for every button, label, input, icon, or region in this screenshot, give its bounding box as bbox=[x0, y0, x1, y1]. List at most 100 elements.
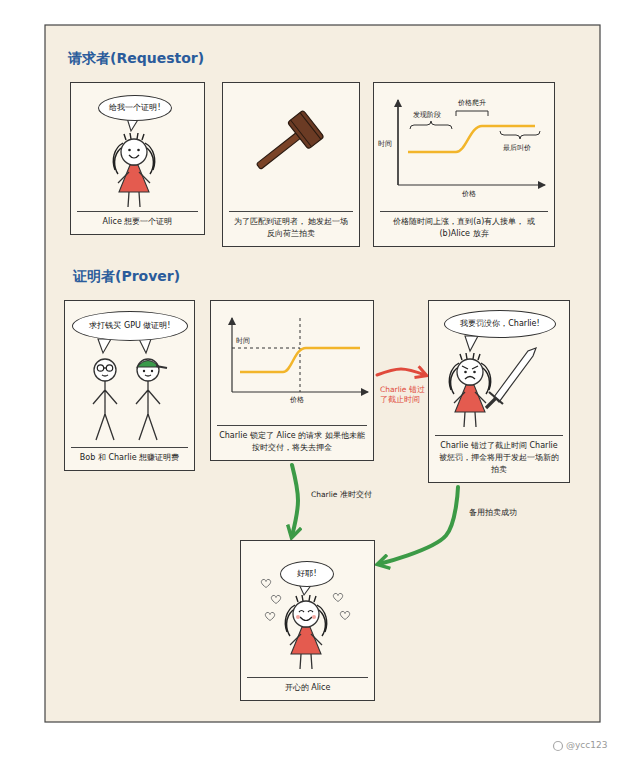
caption-area: Charlie 锁定了 Alice 的请求 如果他未能按时交付，将失去押金 bbox=[217, 425, 367, 458]
price-chart bbox=[398, 100, 545, 185]
caption-area: 开心的 Alice bbox=[247, 677, 368, 698]
panel-fill bbox=[428, 300, 570, 483]
lock-chart bbox=[232, 318, 368, 392]
caption-text: Charlie 锁定了 Alice 的请求 如果他未能按时交付，将失去押金 bbox=[219, 430, 365, 454]
caption-text: 为了匹配到证明者， 她发起一场反向荷兰拍卖 bbox=[231, 216, 351, 240]
watermark-icon bbox=[554, 742, 563, 751]
axis-label: 价格 bbox=[290, 396, 304, 404]
lock-chart bbox=[232, 318, 300, 392]
price-chart bbox=[397, 100, 398, 185]
edge-label: Charlie 错过了截止时间 bbox=[379, 385, 427, 405]
caption-text: 开心的 Alice bbox=[249, 682, 366, 694]
gavel-icon bbox=[287, 110, 324, 149]
bubble-text: 好耶! bbox=[297, 569, 316, 579]
bob-figure bbox=[93, 368, 117, 440]
caption-area: 价格随时间上涨，直到(a)有人接单， 或(b)Alice 放弃 bbox=[380, 211, 548, 244]
panel-fill bbox=[240, 540, 375, 701]
edge-label: 备用拍卖成功 bbox=[468, 508, 518, 518]
axis-label: 价格爬升 bbox=[458, 99, 486, 107]
caption-text: 价格随时间上涨，直到(a)有人接单， 或(b)Alice 放弃 bbox=[382, 216, 546, 240]
charlie-figure bbox=[143, 370, 145, 372]
heart bbox=[333, 593, 342, 601]
speech-bubble: 我要罚没你，Charlie! bbox=[444, 310, 556, 338]
comic-panel: Charlie 错过了截止时间 Charlie 被惩罚，押金将用于发起一场新的拍… bbox=[428, 300, 570, 483]
caption-text: Bob 和 Charlie 想赚证明费 bbox=[73, 452, 186, 464]
axis-label: 时间 bbox=[236, 337, 250, 345]
bob-figure bbox=[106, 365, 112, 371]
caption-area: Alice 想要一个证明 bbox=[77, 211, 198, 232]
edge-label: Charlie 准时交付 bbox=[310, 490, 373, 500]
bubble-text: 给我一个证明! bbox=[109, 103, 160, 113]
sword-icon bbox=[486, 398, 496, 408]
page-frame bbox=[45, 25, 600, 722]
charlie-figure bbox=[151, 370, 153, 372]
flow-arrow bbox=[292, 465, 298, 536]
panel-fill bbox=[210, 300, 374, 461]
bob-figure bbox=[94, 359, 116, 381]
heart bbox=[271, 595, 280, 603]
charlie-figure bbox=[137, 361, 159, 368]
price-chart bbox=[500, 131, 540, 139]
heart bbox=[265, 612, 274, 620]
bob-figure bbox=[93, 359, 117, 440]
price-chart bbox=[398, 100, 545, 185]
gavel-icon bbox=[291, 113, 321, 147]
sword-icon bbox=[486, 348, 536, 408]
section-heading: 证明者(Prover) bbox=[73, 268, 180, 285]
alice-figure bbox=[449, 353, 490, 427]
section-heading: 请求者(Requestor) bbox=[68, 50, 204, 67]
lock-chart bbox=[240, 348, 360, 372]
axis-label: 时间 bbox=[378, 140, 392, 148]
watermark: @ycc123 bbox=[566, 740, 607, 751]
bubble-text: 求打钱买 GPU 做证明! bbox=[89, 321, 170, 331]
alice-face bbox=[296, 611, 316, 621]
alice-figure bbox=[285, 595, 326, 669]
axis-label: 价格 bbox=[462, 190, 476, 198]
comic-panel: Bob 和 Charlie 想赚证明费求打钱买 GPU 做证明! bbox=[64, 300, 195, 471]
axis-label: 最后叫价 bbox=[503, 144, 531, 152]
flow-arrow bbox=[379, 487, 458, 564]
panel-fill bbox=[70, 82, 205, 235]
sword-icon bbox=[494, 348, 536, 402]
lock-chart bbox=[231, 318, 232, 392]
charlie-figure bbox=[156, 366, 167, 368]
comic-panel: 为了匹配到证明者， 她发起一场反向荷兰拍卖 bbox=[222, 82, 360, 247]
caption-area: 为了匹配到证明者， 她发起一场反向荷兰拍卖 bbox=[229, 211, 353, 244]
gavel-icon bbox=[248, 110, 324, 180]
bubble-text: 我要罚没你，Charlie! bbox=[460, 319, 539, 329]
price-chart bbox=[410, 121, 452, 129]
gavel-icon bbox=[256, 132, 301, 170]
panel-fill bbox=[64, 300, 195, 471]
comic-panel: 开心的 Alice 好耶! bbox=[240, 540, 375, 701]
caption-text: Alice 想要一个证明 bbox=[79, 216, 196, 228]
comic-panel: Alice 想要一个证明给我一个证明! bbox=[70, 82, 205, 235]
charlie-figure bbox=[136, 375, 160, 440]
heart bbox=[261, 579, 270, 587]
caption-area: Charlie 错过了截止时间 Charlie 被惩罚，押金将用于发起一场新的拍… bbox=[435, 435, 563, 480]
alice-face bbox=[128, 149, 140, 158]
price-chart bbox=[456, 111, 488, 116]
alice-face bbox=[462, 366, 478, 379]
speech-bubble: 给我一个证明! bbox=[98, 95, 171, 121]
bubble-tail bbox=[98, 339, 151, 353]
caption-area: Bob 和 Charlie 想赚证明费 bbox=[71, 447, 188, 468]
panel-fills bbox=[64, 82, 570, 701]
panel-fill bbox=[373, 82, 555, 247]
comic-panel: Charlie 锁定了 Alice 的请求 如果他未能按时交付，将失去押金 bbox=[210, 300, 374, 461]
axis-label: 发现阶段 bbox=[413, 111, 441, 119]
alice-figure bbox=[113, 133, 154, 207]
panel-fill bbox=[222, 82, 360, 247]
heart bbox=[340, 611, 349, 619]
charlie-figure bbox=[137, 359, 159, 381]
bubble-tail bbox=[465, 336, 478, 351]
speech-bubble: 好耶! bbox=[280, 561, 334, 587]
flow-arrow bbox=[377, 369, 425, 375]
bob-figure bbox=[97, 365, 103, 371]
caption-text: Charlie 错过了截止时间 Charlie 被惩罚，押金将用于发起一场新的拍… bbox=[437, 440, 561, 476]
charlie-figure bbox=[136, 359, 167, 440]
speech-bubble: 求打钱买 GPU 做证明! bbox=[72, 311, 188, 341]
